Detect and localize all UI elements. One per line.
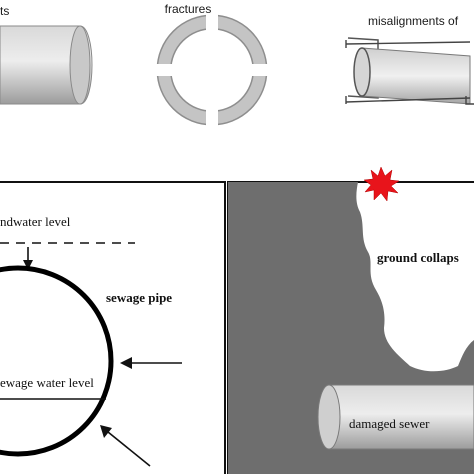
pressure-arrow-bottom — [100, 425, 151, 467]
sewage-pipe-cross-section — [0, 265, 114, 457]
cracks-pipe — [0, 25, 93, 105]
pressure-arrow-side — [120, 357, 182, 369]
collapse-explosion-icon — [363, 166, 400, 202]
groundwater-level-label: ndwater level — [0, 214, 71, 229]
misaligned-pipe — [345, 37, 474, 105]
damaged-sewer-pipe — [317, 384, 474, 450]
cracks-label: ts — [0, 4, 9, 18]
fractures-label: fractures — [165, 2, 212, 16]
fractured-pipe-ring — [156, 14, 268, 126]
ground-collapse-label: ground collaps — [377, 250, 459, 265]
damaged-sewer-label: damaged sewer — [349, 416, 430, 431]
sewage-water-level-label: ewage water level — [0, 375, 94, 390]
sewage-pipe-label: sewage pipe — [106, 290, 172, 305]
misalignments-label: misalignments of — [368, 14, 459, 28]
pressure-arrow-top — [23, 247, 33, 270]
